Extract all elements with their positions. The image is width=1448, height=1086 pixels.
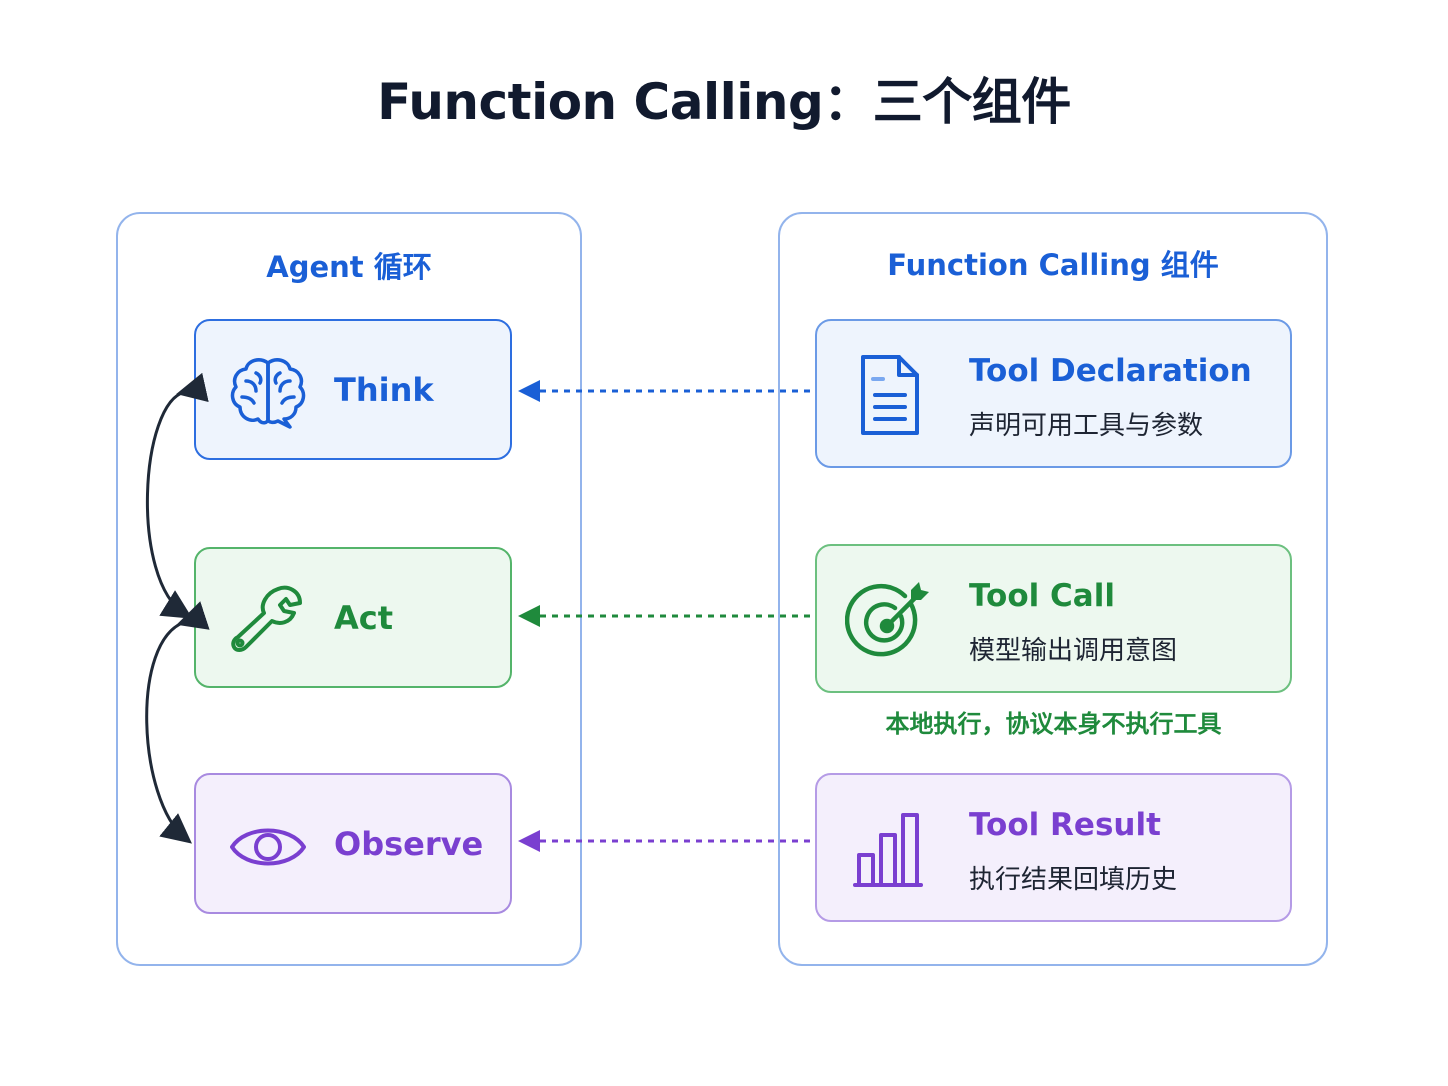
tool-call-description: 模型输出调用意图 xyxy=(969,636,1178,666)
agent-loop-title: Agent 循环 xyxy=(266,250,432,284)
think-label: Think xyxy=(334,371,434,409)
brain-icon xyxy=(230,358,306,429)
tool-result-card: Tool Result 执行结果回填历史 xyxy=(815,773,1292,922)
bar-chart-icon xyxy=(853,813,923,887)
tool-declaration-description: 声明可用工具与参数 xyxy=(969,411,1204,441)
observe-step: Observe xyxy=(194,773,512,914)
act-step: Act xyxy=(194,547,512,688)
document-icon xyxy=(861,355,919,435)
wrench-icon xyxy=(231,585,302,652)
tool-call-title: Tool Call xyxy=(969,578,1115,614)
function-calling-title: Function Calling 组件 xyxy=(887,248,1219,282)
observe-label: Observe xyxy=(334,825,484,863)
eye-icon xyxy=(230,828,306,866)
act-observe-loop-arrow xyxy=(145,601,210,844)
tool-declaration-title: Tool Declaration xyxy=(969,353,1252,389)
local-execution-note: 本地执行，协议本身不执行工具 xyxy=(885,710,1222,738)
tool-result-description: 执行结果回填历史 xyxy=(969,865,1178,895)
tool-declaration-card: Tool Declaration 声明可用工具与参数 xyxy=(815,319,1292,468)
result-arrowhead xyxy=(518,830,540,852)
tool-result-title: Tool Result xyxy=(969,807,1161,843)
think-act-loop-arrow xyxy=(146,372,209,619)
tool-call-card: Tool Call 模型输出调用意图 xyxy=(815,544,1292,693)
page-title: Function Calling：三个组件 xyxy=(377,73,1071,131)
call-arrowhead xyxy=(518,605,540,627)
act-label: Act xyxy=(334,599,394,637)
target-icon xyxy=(845,582,929,657)
declaration-arrowhead xyxy=(518,380,540,402)
